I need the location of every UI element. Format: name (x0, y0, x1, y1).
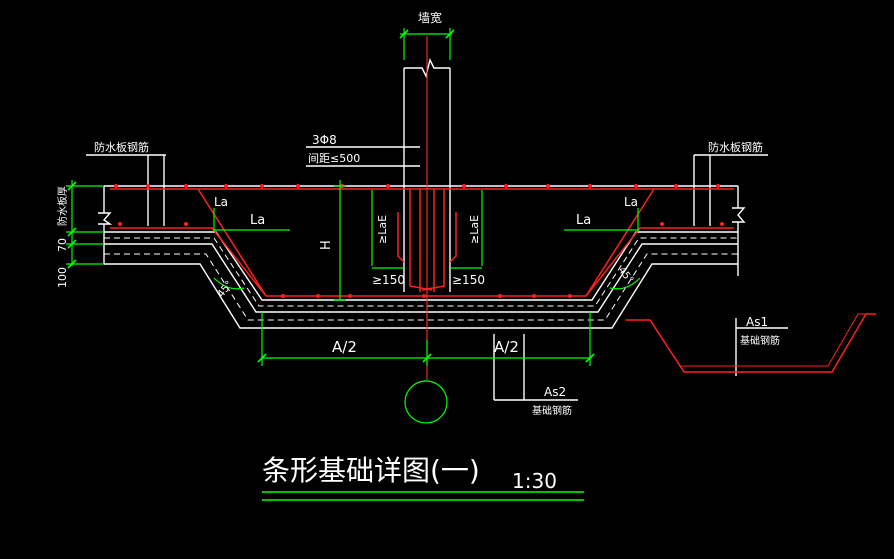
stirrup-spec-label: 3Φ8 (312, 133, 337, 147)
stirrup-spacing-label: 间距≤500 (308, 152, 360, 165)
lae-left-label: ≥LaE (376, 215, 389, 244)
dim-70-label: 70 (56, 238, 69, 252)
la-right-slope-label: La (624, 195, 638, 209)
as1-desc-label: 基础钢筋 (740, 334, 780, 347)
waterproof-thickness-label: 防水板厚 (56, 186, 69, 226)
la-left-label: La (250, 213, 265, 228)
drawing-labels: 墙宽 3Φ8 间距≤500 防水板钢筋 防水板钢筋 防水板厚 70 100 La… (56, 10, 780, 493)
wall-width-label: 墙宽 (418, 10, 442, 25)
rebar-dots (114, 184, 724, 298)
la-left-slope-label: La (214, 195, 228, 209)
dimension-lines (66, 28, 641, 424)
lae-right-label: ≥LaE (468, 215, 481, 244)
as2-desc-label: 基础钢筋 (532, 404, 572, 417)
dim-100-label: 100 (56, 267, 69, 288)
as1-label: As1 (746, 315, 768, 329)
half-width-right-label: A/2 (494, 338, 519, 356)
waterproof-rebar-left-label: 防水板钢筋 (94, 140, 149, 154)
concrete-outline (86, 57, 788, 501)
as2-label: As2 (544, 385, 566, 399)
drawing-scale: 1:30 (512, 469, 557, 493)
axis-bubble (404, 380, 448, 424)
angle-right-label: 45° (616, 265, 636, 286)
min150-left-label: ≥150 (372, 273, 405, 287)
drawing-title: 条形基础详图(一) (262, 454, 480, 487)
min150-right-label: ≥150 (452, 273, 485, 287)
cushion-dashed-lines (104, 68, 738, 321)
la-right-label: La (576, 213, 591, 228)
rebar-lines (110, 36, 876, 380)
waterproof-rebar-right-label: 防水板钢筋 (708, 140, 763, 154)
half-width-left-label: A/2 (332, 338, 357, 356)
height-label: H (319, 240, 334, 250)
dimension-ticks (67, 29, 595, 363)
